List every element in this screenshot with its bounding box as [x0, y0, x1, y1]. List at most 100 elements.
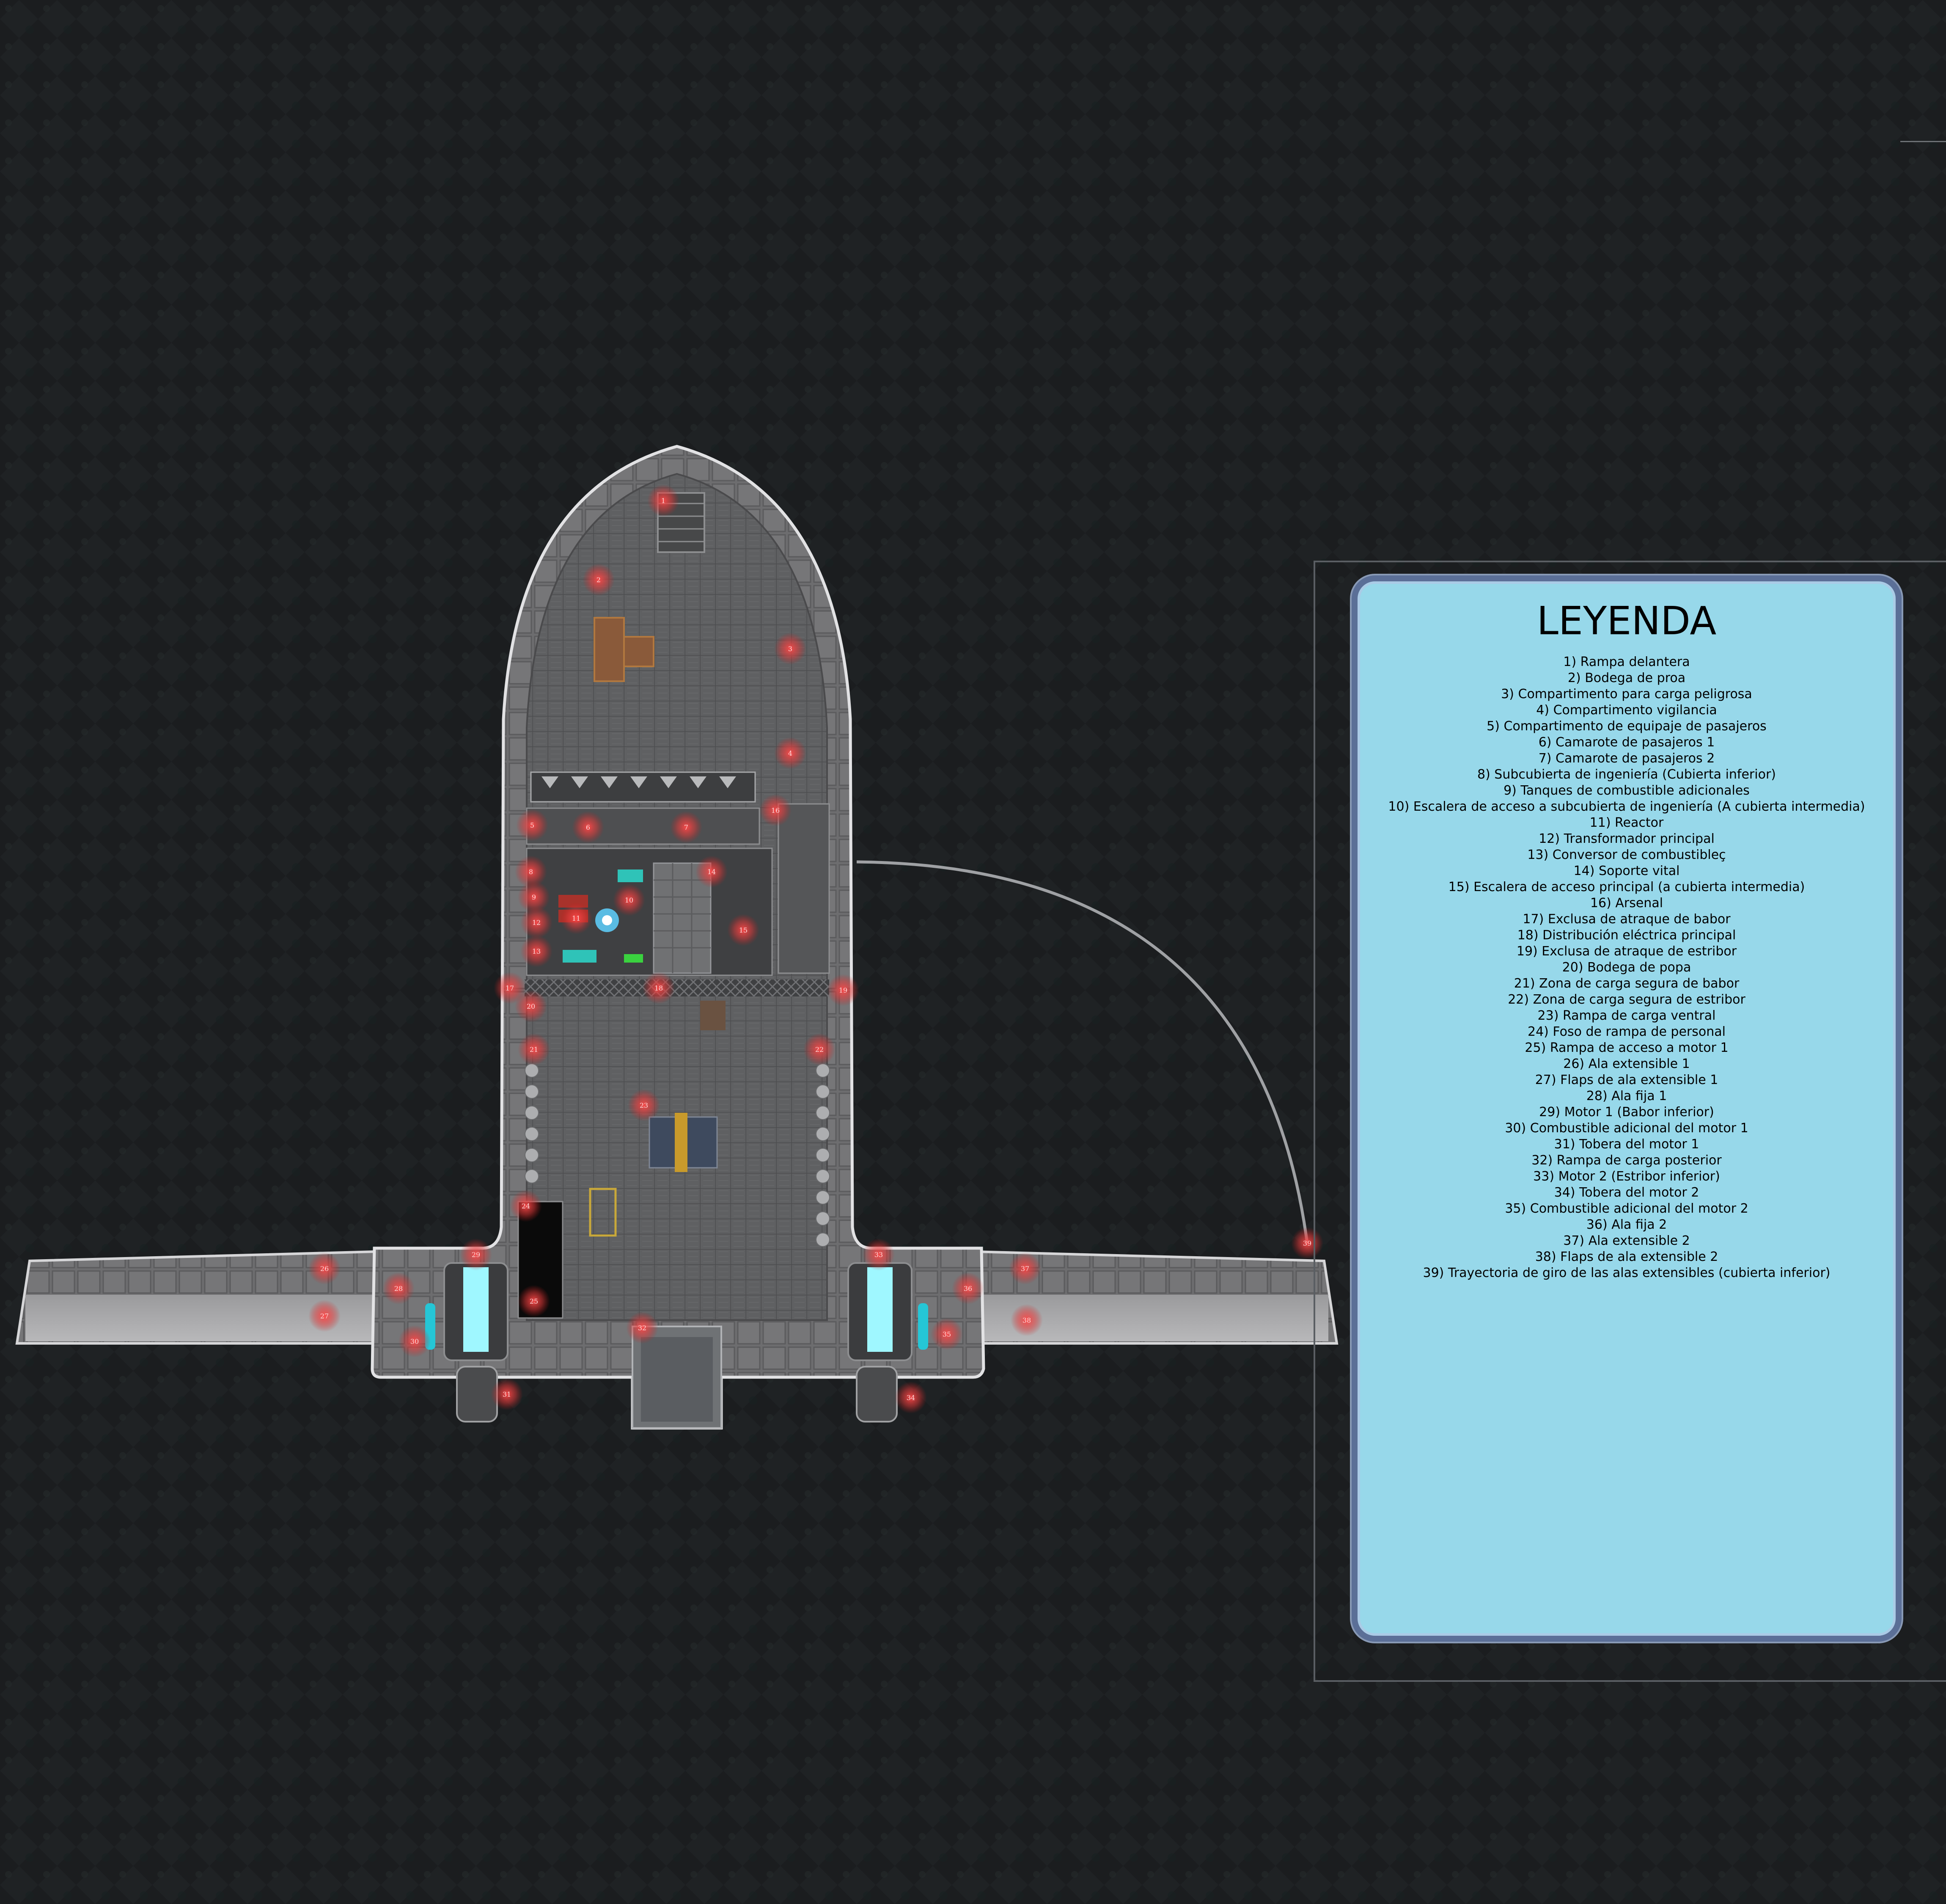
legend-item-26: 26) Ala extensible 1: [1563, 1057, 1690, 1071]
marker-glow: [518, 1033, 550, 1065]
legend-item-11: 11) Reactor: [1589, 815, 1664, 830]
marker-glow: [1011, 1304, 1043, 1336]
legend-item-38: 38) Flaps de ala extensible 2: [1535, 1249, 1718, 1264]
marker-33: 33: [863, 1238, 895, 1271]
marker-label: 3: [788, 645, 792, 653]
marker-label: 12: [532, 919, 541, 927]
legend-item-36: 36) Ala fija 2: [1586, 1217, 1667, 1232]
marker-glow: [572, 811, 604, 843]
marker-glow: [895, 1381, 927, 1414]
marker-35: 35: [931, 1318, 963, 1350]
legend-item-35: 35) Combustible adicional del motor 2: [1505, 1201, 1748, 1216]
marker-5: 5: [516, 809, 548, 841]
marker-27: 27: [308, 1300, 341, 1332]
legend-item-5: 5) Compartimento de equipaje de pasajero…: [1487, 719, 1767, 734]
marker-glow: [626, 1312, 658, 1344]
legend-title: LEYENDA: [1536, 598, 1717, 644]
legend-item-19: 19) Exclusa de atraque de estribor: [1516, 944, 1737, 959]
corner-line: [1900, 141, 1946, 142]
marker-29: 29: [460, 1238, 492, 1271]
legend-item-2: 2) Bodega de proa: [1567, 671, 1686, 685]
legend-item-37: 37) Ala extensible 2: [1563, 1233, 1690, 1248]
marker-glow: [460, 1238, 492, 1271]
marker-glow: [518, 881, 550, 913]
marker-glow: [491, 1378, 523, 1410]
marker-glow: [520, 906, 552, 938]
engine-port: [425, 1262, 508, 1422]
marker-glow: [628, 1089, 660, 1121]
marker-label: 27: [320, 1312, 329, 1320]
marker-13: 13: [520, 935, 552, 967]
marker-label: 34: [907, 1394, 915, 1402]
marker-label: 2: [596, 576, 601, 584]
marker-label: 21: [530, 1046, 538, 1054]
legend-item-13: 13) Conversor de combustibleç: [1527, 847, 1726, 862]
legend-item-21: 21) Zona de carga segura de babor: [1514, 976, 1740, 991]
marker-32: 32: [626, 1312, 658, 1344]
marker-2: 2: [583, 564, 615, 596]
marker-label: 4: [788, 749, 792, 757]
marker-24: 24: [510, 1190, 542, 1222]
marker-glow: [827, 974, 859, 1006]
marker-glow: [863, 1238, 895, 1271]
legend-item-33: 33) Motor 2 (Estribor inferior): [1533, 1169, 1720, 1184]
marker-23: 23: [628, 1089, 660, 1121]
legend-item-3: 3) Compartimento para carga peligrosa: [1501, 687, 1752, 702]
interior-details: [517, 492, 830, 1429]
legend-item-8: 8) Subcubierta de ingeniería (Cubierta i…: [1477, 767, 1776, 782]
marker-1: 1: [647, 484, 679, 517]
marker-label: 15: [739, 926, 748, 934]
marker-glow: [613, 884, 645, 916]
marker-label: 36: [964, 1285, 972, 1293]
marker-glow: [516, 809, 548, 841]
marker-glow: [515, 856, 547, 888]
legend-item-14: 14) Soporte vital: [1573, 864, 1680, 878]
legend-item-17: 17) Exclusa de atraque de babor: [1523, 912, 1731, 927]
marker-glow: [759, 794, 792, 826]
legend-item-28: 28) Ala fija 1: [1586, 1089, 1667, 1103]
marker-glow: [647, 484, 679, 517]
legend-item-12: 12) Transformador principal: [1539, 831, 1715, 846]
marker-28: 28: [382, 1272, 415, 1304]
legend-item-31: 31) Tobera del motor 1: [1554, 1137, 1699, 1152]
marker-label: 8: [529, 868, 533, 876]
marker-22: 22: [803, 1033, 836, 1065]
legend-item-34: 34) Tobera del motor 2: [1554, 1185, 1699, 1200]
legend-item-6: 6) Camarote de pasajeros 1: [1538, 735, 1715, 750]
legend-item-25: 25) Rampa de acceso a motor 1: [1525, 1040, 1729, 1055]
marker-4: 4: [774, 737, 806, 769]
legend-frame: [1314, 561, 1946, 1682]
marker-7: 7: [670, 811, 702, 843]
marker-18: 18: [643, 972, 675, 1004]
marker-label: 5: [530, 821, 534, 829]
legend-item-22: 22) Zona de carga segura de estribor: [1508, 992, 1745, 1007]
marker-17: 17: [494, 972, 526, 1004]
marker-glow: [583, 564, 615, 596]
marker-label: 20: [527, 1002, 535, 1010]
marker-glow: [643, 972, 675, 1004]
marker-label: 30: [410, 1337, 419, 1345]
marker-20: 20: [515, 990, 547, 1022]
marker-16: 16: [759, 794, 792, 826]
legend-item-7: 7) Camarote de pasajeros 2: [1538, 751, 1715, 766]
marker-3: 3: [774, 633, 806, 665]
marker-label: 17: [506, 984, 514, 992]
engines: [425, 1262, 928, 1422]
legend-list: 1) Rampa delantera 2) Bodega de proa 3) …: [1358, 654, 1896, 1281]
marker-label: 24: [522, 1202, 530, 1210]
marker-label: 39: [1303, 1239, 1311, 1247]
marker-glow: [931, 1318, 963, 1350]
marker-label: 11: [572, 914, 580, 922]
legend-item-18: 18) Distribución eléctrica principal: [1517, 928, 1736, 943]
marker-6: 6: [572, 811, 604, 843]
marker-38: 38: [1011, 1304, 1043, 1336]
marker-glow: [515, 990, 547, 1022]
legend-item-24: 24) Foso de rampa de personal: [1527, 1024, 1726, 1039]
marker-glow: [520, 935, 552, 967]
legend-item-20: 20) Bodega de popa: [1562, 960, 1691, 975]
legend-item-1: 1) Rampa delantera: [1563, 655, 1690, 669]
legend-item-16: 16) Arsenal: [1590, 896, 1663, 911]
marker-25: 25: [518, 1285, 550, 1317]
legend-item-23: 23) Rampa de carga ventral: [1537, 1008, 1716, 1023]
marker-37: 37: [1009, 1252, 1041, 1285]
